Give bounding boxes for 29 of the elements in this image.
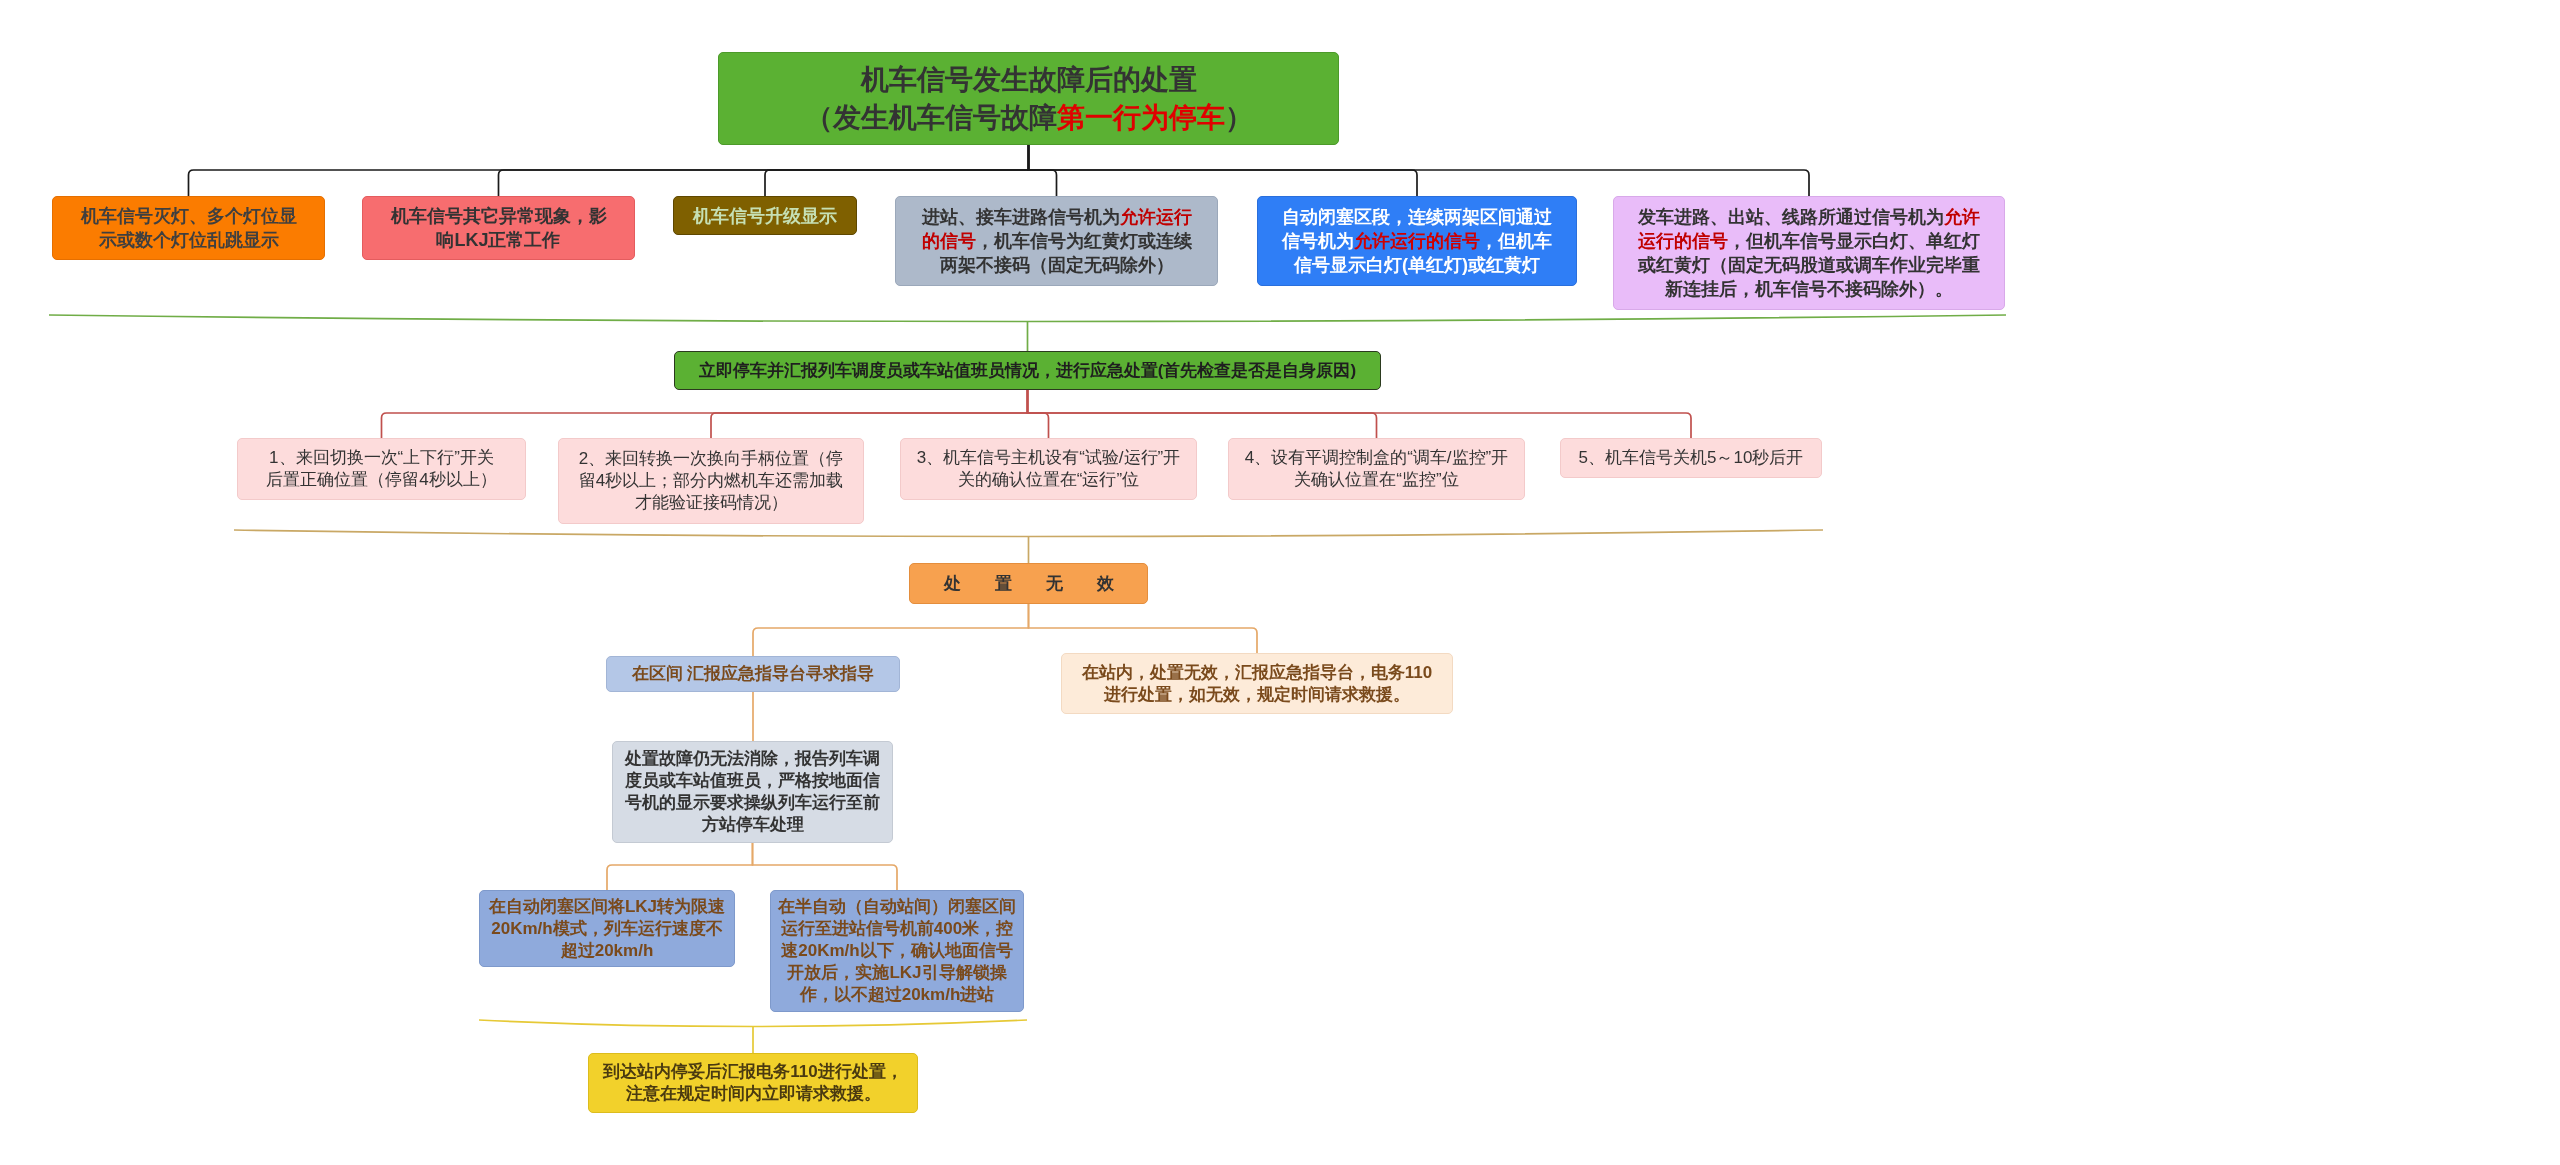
connector-line bbox=[1027, 536, 1030, 564]
title-text: 机车信号发生故障后的处置 bbox=[860, 62, 1197, 97]
topic-box: 在半自动（自动站间）闭塞区间运行至进站信号机前400米，控速20Km/h以下，确认地面信号开放后，实施LKJ引导解锁操作，以不超过20km/h进站 bbox=[770, 890, 1024, 1012]
topic-box: 3、机车信号主机设有“试验/运行”开关的确认位置在“运行”位 bbox=[900, 438, 1197, 500]
topic-box: 机车信号灭灯、多个灯位显示或数个灯位乱跳显示 bbox=[52, 196, 325, 260]
subtitle-text: （发生机车信号故障第一行为停车） bbox=[804, 100, 1253, 135]
summary-bracket bbox=[233, 529, 1824, 537]
topic-box: 在区间 汇报应急指导台寻求指导 bbox=[606, 656, 900, 692]
topic-box: 进站、接车进路信号机为允许运行的信号，机车信号为红黄灯或连续两架不接码（固定无码除外） bbox=[895, 196, 1218, 286]
topic-box: 到达站内停妥后汇报电务110进行处置，注意在规定时间内立即请求救援。 bbox=[588, 1053, 918, 1113]
topic-box: 在站内，处置无效，汇报应急指导台，电务110进行处置，如无效，规定时间请求救援。 bbox=[1061, 653, 1453, 714]
connector-line bbox=[752, 1026, 754, 1054]
summary-bracket bbox=[48, 314, 2007, 322]
topic-box: 处置故障仍无法消除，报告列车调度员或车站值班员，严格按地面信号机的显示要求操纵列车运行至前方站停车处理 bbox=[612, 741, 893, 843]
topic-box: 立即停车并汇报列车调度员或车站值班员情况，进行应急处置(首先检查是否是自身原因) bbox=[674, 351, 1381, 390]
topic-box: 机车信号其它异常现象，影响LKJ正常工作 bbox=[362, 196, 635, 260]
topic-box: 发车进路、出站、线路所通过信号机为允许运行的信号，但机车信号显示白灯、单红灯或红黄灯（固定无码股道或调车作业完毕重新连挂后，机车信号不接码除外）。 bbox=[1613, 196, 2005, 310]
topic-box: 处 置 无 效 bbox=[909, 563, 1148, 604]
topic-box: 自动闭塞区段，连续两架区间通过信号机为允许运行的信号，但机车信号显示白灯(单红灯)或红黄灯 bbox=[1257, 196, 1577, 286]
topic-box: 1、来回切换一次“上下行”开关后置正确位置（停留4秒以上） bbox=[237, 438, 526, 500]
topic-box: 2、来回转换一次换向手柄位置（停留4秒以上；部分内燃机车还需加载才能验证接码情况） bbox=[558, 438, 864, 524]
topic-box: 在自动闭塞区间将LKJ转为限速20Km/h模式，列车运行速度不超过20km/h bbox=[479, 890, 735, 967]
summary-bracket bbox=[478, 1019, 1028, 1027]
title-box bbox=[718, 52, 1339, 145]
topic-box: 4、设有平调控制盒的“调车/监控”开关确认位置在“监控”位 bbox=[1228, 438, 1525, 500]
connector-line bbox=[752, 691, 754, 742]
topic-box: 机车信号升级显示 bbox=[673, 196, 857, 235]
topic-box: 5、机车信号关机5～10秒后开 bbox=[1560, 438, 1822, 478]
connector-line bbox=[1026, 321, 1029, 352]
